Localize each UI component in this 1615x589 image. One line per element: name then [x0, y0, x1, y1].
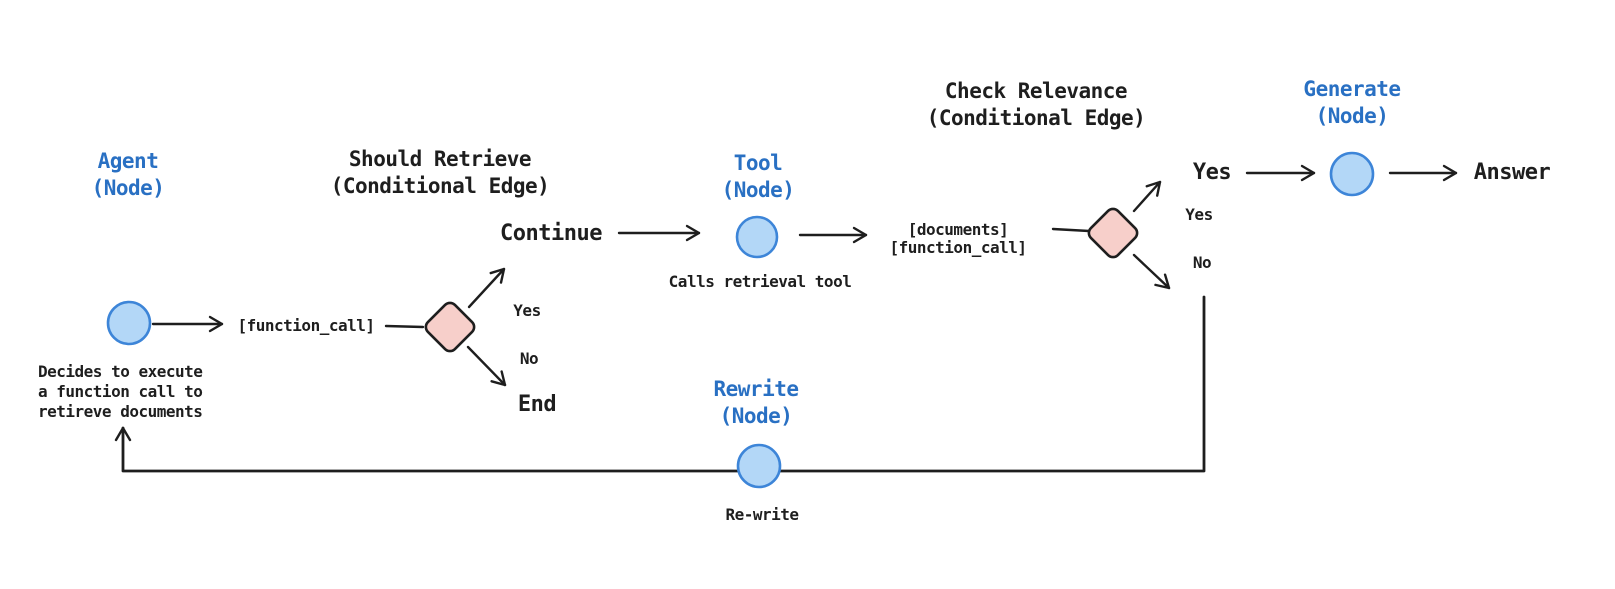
rewrite-node-label: Rewrite (Node)	[713, 377, 799, 428]
answer-label: Answer	[1473, 160, 1551, 185]
check-relevance-diamond	[1087, 207, 1139, 259]
rewrite-caption: Re-write	[725, 505, 799, 524]
agent-caption: Decides to execute a function call to re…	[38, 362, 203, 421]
should-retrieve-yes-label: Yes	[513, 301, 541, 320]
tool-caption: Calls retrieval tool	[668, 272, 852, 291]
continue-label: Continue	[500, 221, 602, 246]
generate-node-circle	[1329, 151, 1375, 197]
tool-node-label: Tool (Node)	[721, 151, 795, 202]
relevance-yes-outcome-label: Yes	[1192, 160, 1232, 185]
check-relevance-label: Check Relevance (Conditional Edge)	[926, 79, 1146, 130]
generate-node-label: Generate (Node)	[1303, 77, 1401, 128]
function-call-connector	[384, 324, 425, 329]
rewrite-node-circle	[736, 443, 782, 489]
should-retrieve-no-label: No	[519, 349, 539, 368]
should-retrieve-diamond	[424, 301, 476, 353]
check-relevance-yes-arrow	[1132, 180, 1162, 213]
end-label: End	[517, 392, 557, 417]
function-call-label: [function_call]	[237, 316, 376, 335]
check-relevance-no-label: No	[1192, 253, 1212, 272]
check-relevance-no-arrow	[1132, 253, 1171, 290]
rewrite-loop-arrow	[114, 295, 1206, 473]
should-retrieve-no-arrow	[466, 345, 507, 387]
agent-node-label: Agent (Node)	[91, 149, 165, 200]
should-retrieve-label: Should Retrieve (Conditional Edge)	[330, 147, 550, 198]
documents-connector	[1051, 227, 1091, 233]
agent-node-circle	[106, 300, 152, 346]
check-relevance-yes-label: Yes	[1185, 205, 1213, 224]
tool-node-circle	[735, 215, 779, 259]
should-retrieve-yes-arrow	[467, 267, 506, 309]
tool-output-label: [documents] [function_call]	[889, 220, 1028, 257]
